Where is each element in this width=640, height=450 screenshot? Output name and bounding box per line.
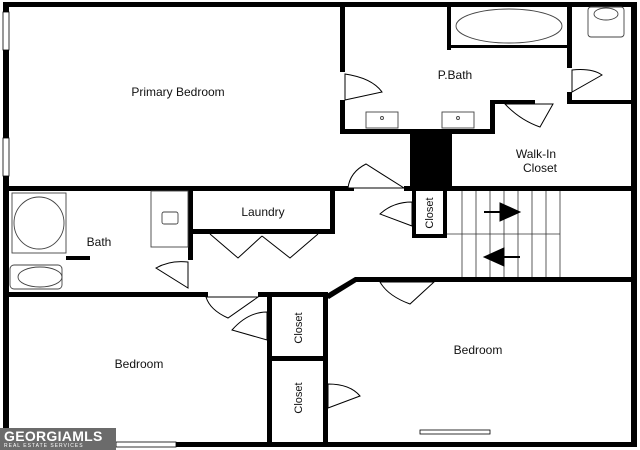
stair-arrows bbox=[482, 202, 522, 267]
wall-hall-closet-right bbox=[443, 188, 447, 238]
door-primary-bedroom bbox=[347, 163, 406, 189]
window-left-upper bbox=[2, 11, 10, 51]
door-primary-bath bbox=[344, 73, 383, 101]
wall-hall-top-right bbox=[404, 186, 637, 191]
fixtures bbox=[9, 6, 625, 290]
toilet-bowl-bath-icon bbox=[17, 266, 63, 288]
door-hall-closet bbox=[379, 201, 413, 227]
window-bottom-left bbox=[115, 441, 177, 448]
window-bottom-right bbox=[419, 429, 491, 435]
bathtub-primary-icon bbox=[455, 8, 563, 44]
wall-laundry-right bbox=[330, 188, 335, 234]
wall-primary-bedroom-bottom bbox=[3, 186, 348, 191]
watermark-brand: GEORGIAMLS bbox=[4, 428, 103, 444]
windows bbox=[2, 11, 491, 448]
wall-closet-separator bbox=[270, 356, 326, 361]
exterior-wall-bottom bbox=[116, 442, 637, 447]
label-laundry: Laundry bbox=[241, 205, 284, 219]
doors bbox=[155, 69, 603, 409]
door-bedroom-left bbox=[205, 296, 260, 319]
wall-primary-bath-right-bottom bbox=[490, 100, 535, 104]
door-toilet-room bbox=[571, 69, 603, 93]
wall-primary-bath-left-lower bbox=[340, 100, 345, 134]
wall-bath-vanity-divider bbox=[66, 256, 90, 260]
wall-bedroom-right-corner bbox=[325, 277, 358, 299]
label-walk-in-closet-line1: Walk-In bbox=[516, 147, 556, 161]
door-closet-middle-lower bbox=[327, 383, 361, 409]
watermark-tagline: REAL ESTATE SERVICES bbox=[4, 443, 84, 449]
label-closet-middle-lower: Closet bbox=[293, 382, 305, 413]
sink-bath-icon bbox=[161, 211, 179, 225]
window-left-lower bbox=[2, 137, 10, 177]
door-laundry-bifold-right bbox=[261, 233, 319, 259]
label-bath: Bath bbox=[87, 235, 112, 249]
wall-bedroom-right-top bbox=[355, 277, 637, 282]
wall-bath-right bbox=[188, 188, 193, 260]
wall-primary-bath-step bbox=[490, 100, 495, 134]
wall-tub-bottom bbox=[447, 45, 567, 48]
label-bedroom-left: Bedroom bbox=[115, 357, 164, 371]
exterior-wall-left bbox=[3, 2, 9, 446]
label-closet-hall: Closet bbox=[424, 197, 436, 228]
wall-bath-bottom bbox=[3, 292, 208, 297]
sink-primary-right-icon bbox=[456, 116, 460, 120]
vanity-primary-right-icon bbox=[441, 111, 475, 129]
exterior-wall-top bbox=[3, 2, 637, 7]
wall-chase bbox=[410, 132, 452, 188]
wall-tub-left bbox=[447, 2, 451, 50]
label-closet-middle-upper: Closet bbox=[293, 312, 305, 343]
walls bbox=[3, 2, 637, 447]
wall-bedroom-right-left bbox=[323, 294, 328, 446]
wall-hall-closet-left bbox=[412, 188, 416, 238]
door-bedroom-right bbox=[379, 281, 436, 305]
door-laundry-bifold-left bbox=[209, 233, 263, 259]
wall-hall-bottom-left bbox=[258, 292, 328, 297]
toilet-bowl-primary-icon bbox=[593, 7, 619, 21]
wall-primary-bath-bottom bbox=[340, 129, 495, 134]
wall-laundry-bottom bbox=[188, 229, 335, 234]
wall-toilet-room-bottom bbox=[567, 100, 635, 104]
door-bath bbox=[155, 261, 189, 289]
wall-bedroom-left-right bbox=[267, 294, 272, 446]
sink-primary-left-icon bbox=[380, 116, 384, 120]
room-labels: Primary Bedroom P.Bath Walk-In Closet La… bbox=[87, 68, 558, 414]
door-closet-middle-upper bbox=[231, 311, 268, 341]
stair-arrow-up-icon bbox=[499, 202, 522, 222]
georgia-mls-logo: GEORGIAMLS REAL ESTATE SERVICES bbox=[0, 428, 116, 450]
label-primary-bedroom: Primary Bedroom bbox=[131, 85, 224, 99]
vanity-primary-left-icon bbox=[365, 111, 399, 129]
label-walk-in-closet-line2: Closet bbox=[523, 161, 558, 175]
exterior-wall-right bbox=[631, 2, 637, 446]
bathtub-bath-basin-icon bbox=[13, 196, 65, 250]
wall-pbath-right-lower bbox=[567, 92, 572, 104]
label-bedroom-right: Bedroom bbox=[454, 343, 503, 357]
wall-primary-bath-left bbox=[340, 2, 345, 72]
wall-pbath-right bbox=[567, 2, 572, 68]
wall-hall-closet-bottom bbox=[412, 234, 447, 238]
stair-arrow-down-icon bbox=[482, 247, 505, 267]
label-primary-bath: P.Bath bbox=[438, 68, 472, 82]
door-walk-in-closet bbox=[503, 103, 554, 128]
